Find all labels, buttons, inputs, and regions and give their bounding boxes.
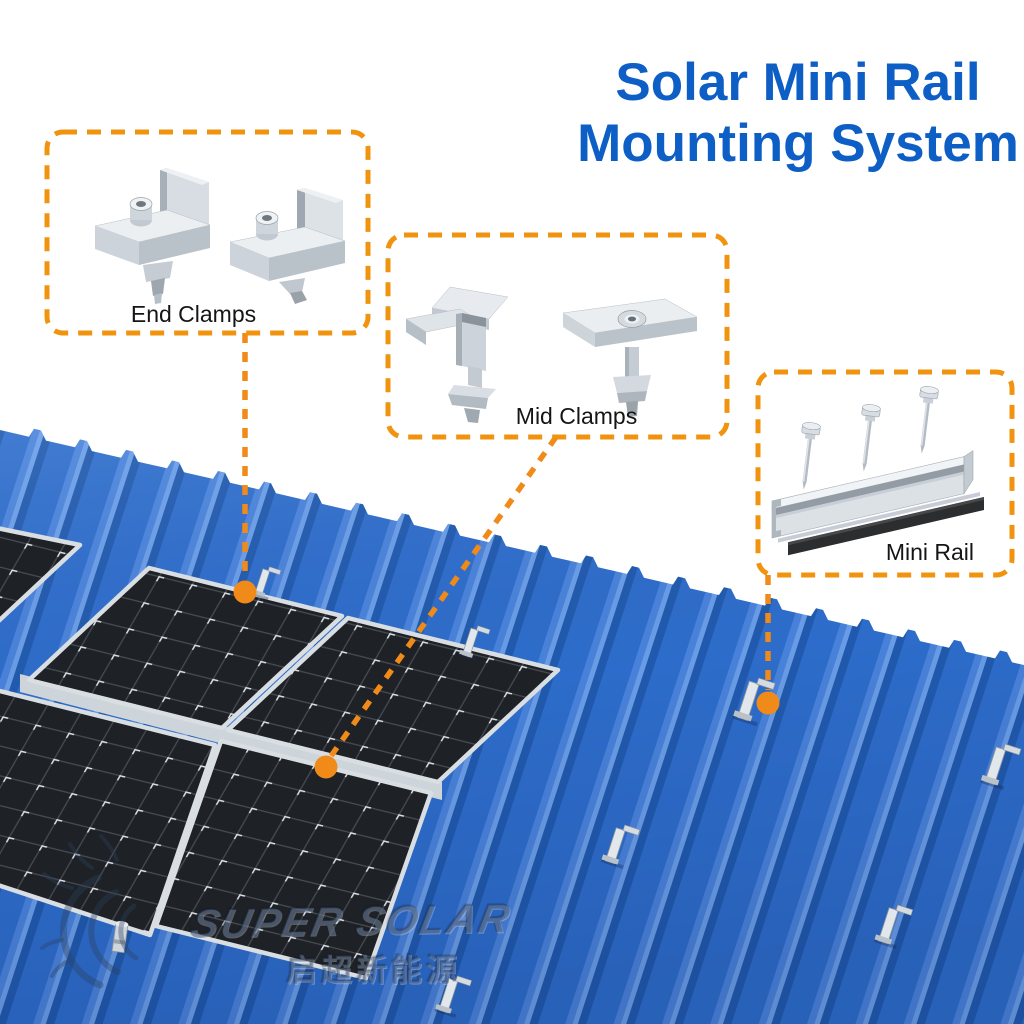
mini-rail-label: Mini Rail (885, 539, 974, 565)
solar-panel-upper-left (26, 565, 345, 731)
leader-lines (242, 333, 771, 758)
super-solar-logo-watermark (40, 834, 139, 989)
page-title-line1: Solar Mini Rail (615, 53, 981, 112)
leader-line-mid-clamps (328, 435, 559, 758)
hanger-bolt (111, 921, 129, 954)
solar-panel-lower-right (153, 738, 434, 981)
solar-panel-lower-left (0, 688, 218, 938)
mid-clamps-illustration (405, 286, 698, 423)
leader-dot-mid-clamps (314, 755, 338, 779)
watermark-brand-cn: 启超新能源 (286, 953, 461, 988)
solar-panel-partial-left (0, 526, 83, 623)
end-clamps-label: End Clamps (130, 301, 257, 327)
mini-rail-illustration (771, 385, 984, 556)
leader-dot-mini-rail (756, 691, 780, 715)
leader-dot-end-clamps (233, 580, 257, 604)
watermark-brand: SUPER SOLAR (187, 895, 516, 947)
page-title: Solar Mini Rail Mounting System (570, 52, 1024, 175)
end-clamps-illustration (94, 168, 346, 304)
page-title-line2: Mounting System (577, 114, 1019, 174)
mid-clamps-label: Mid Clamps (515, 403, 638, 429)
